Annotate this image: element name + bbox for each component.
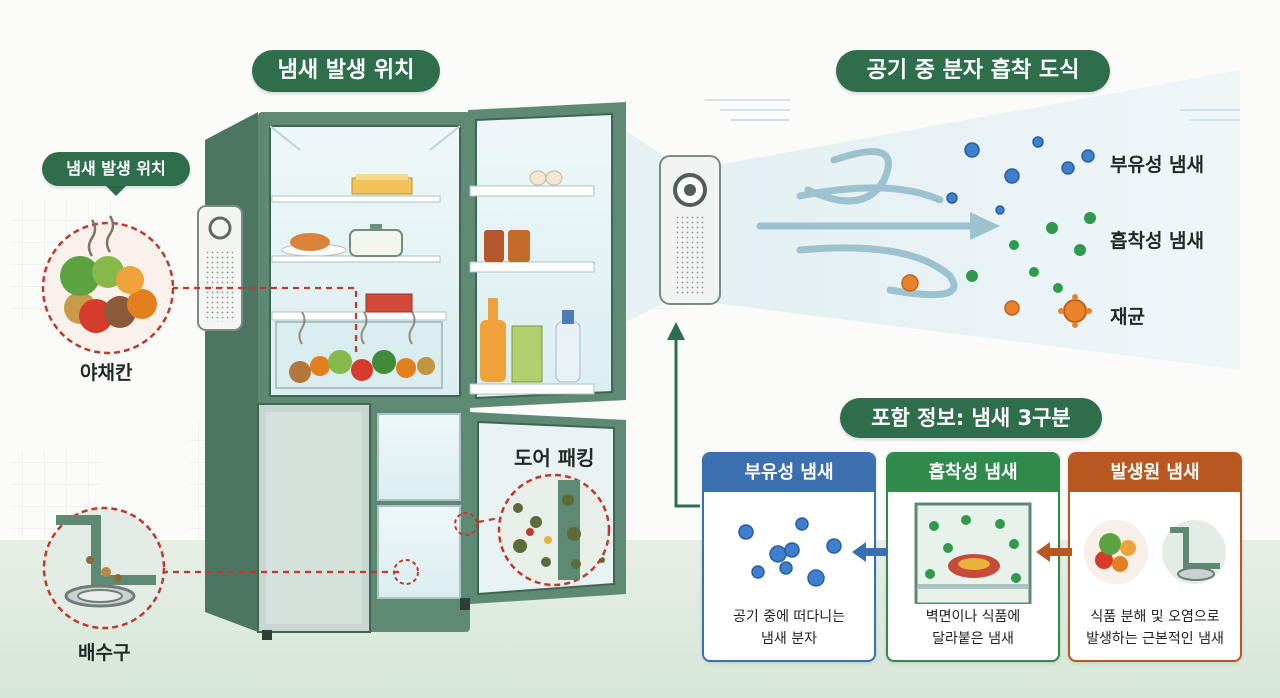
info-card-floating: 부유성 냄새 공기 중에 떠다니는 냄새 분자 — [702, 452, 876, 662]
purifier-icon — [659, 155, 721, 305]
left-title: 냄새 발생 위치 — [252, 50, 440, 92]
arrow-icon — [1036, 542, 1072, 562]
purifier-icon — [197, 205, 243, 331]
shelf-icon — [914, 502, 1032, 604]
card-title: 흡착성 냄새 — [888, 454, 1058, 492]
door-gasket-callout — [497, 473, 611, 587]
card-desc-line: 벽면이나 식품에 — [925, 609, 1021, 625]
bubble-icon — [738, 517, 842, 587]
card-title: 부유성 냄새 — [704, 454, 874, 492]
vegetable-callout — [41, 215, 175, 355]
drain-callout — [42, 506, 166, 630]
arrow-icon — [852, 542, 888, 562]
bacteria-molecules — [901, 274, 1020, 316]
bacteria-icon — [1058, 294, 1092, 328]
card-desc: 벽면이나 식품에 달라붙은 냄새 — [888, 606, 1058, 650]
legend-floating: 부유성 냄새 — [1110, 154, 1205, 176]
info-card-source: 발생원 냄새 식품 분해 및 오염으로 발생하는 근본적인 냄새 — [1068, 452, 1242, 662]
card-title: 발생원 냄새 — [1070, 454, 1240, 492]
card-desc: 식품 분해 및 오염으로 발생하는 근본적인 냄새 — [1070, 606, 1240, 650]
right-title: 공기 중 분자 흡착 도식 — [836, 50, 1110, 92]
legend-bacteria: 재균 — [1110, 306, 1145, 328]
arrow-icon — [674, 336, 700, 508]
legend-adsorbed: 흡착성 냄새 — [1110, 230, 1205, 252]
vegetable-label: 야채칸 — [80, 362, 133, 384]
arrow-icon — [756, 148, 974, 299]
location-tag: 냄새 발생 위치 — [42, 152, 190, 186]
card-desc: 공기 중에 떠다니는 냄새 분자 — [704, 606, 874, 650]
info-title: 포함 정보: 냄새 3구분 — [840, 398, 1102, 438]
floating-molecules — [946, 136, 1095, 215]
card-desc-line: 공기 중에 떠다니는 — [733, 609, 845, 625]
source-icon — [1084, 520, 1226, 584]
card-desc-line: 달라붙은 냄새 — [932, 631, 1014, 647]
drain-label: 배수구 — [78, 642, 131, 664]
card-desc-line: 냄새 분자 — [761, 631, 817, 647]
info-card-adsorbed: 흡착성 냄새 벽면이나 식품에 달라붙은 냄새 — [886, 452, 1060, 662]
air-beam — [690, 70, 1240, 370]
adsorbed-molecules — [966, 212, 1096, 293]
door-gasket-label: 도어 패킹 — [514, 446, 595, 470]
card-desc-line: 발생하는 근본적인 냄새 — [1086, 631, 1224, 647]
card-desc-line: 식품 분해 및 오염으로 — [1090, 609, 1220, 625]
